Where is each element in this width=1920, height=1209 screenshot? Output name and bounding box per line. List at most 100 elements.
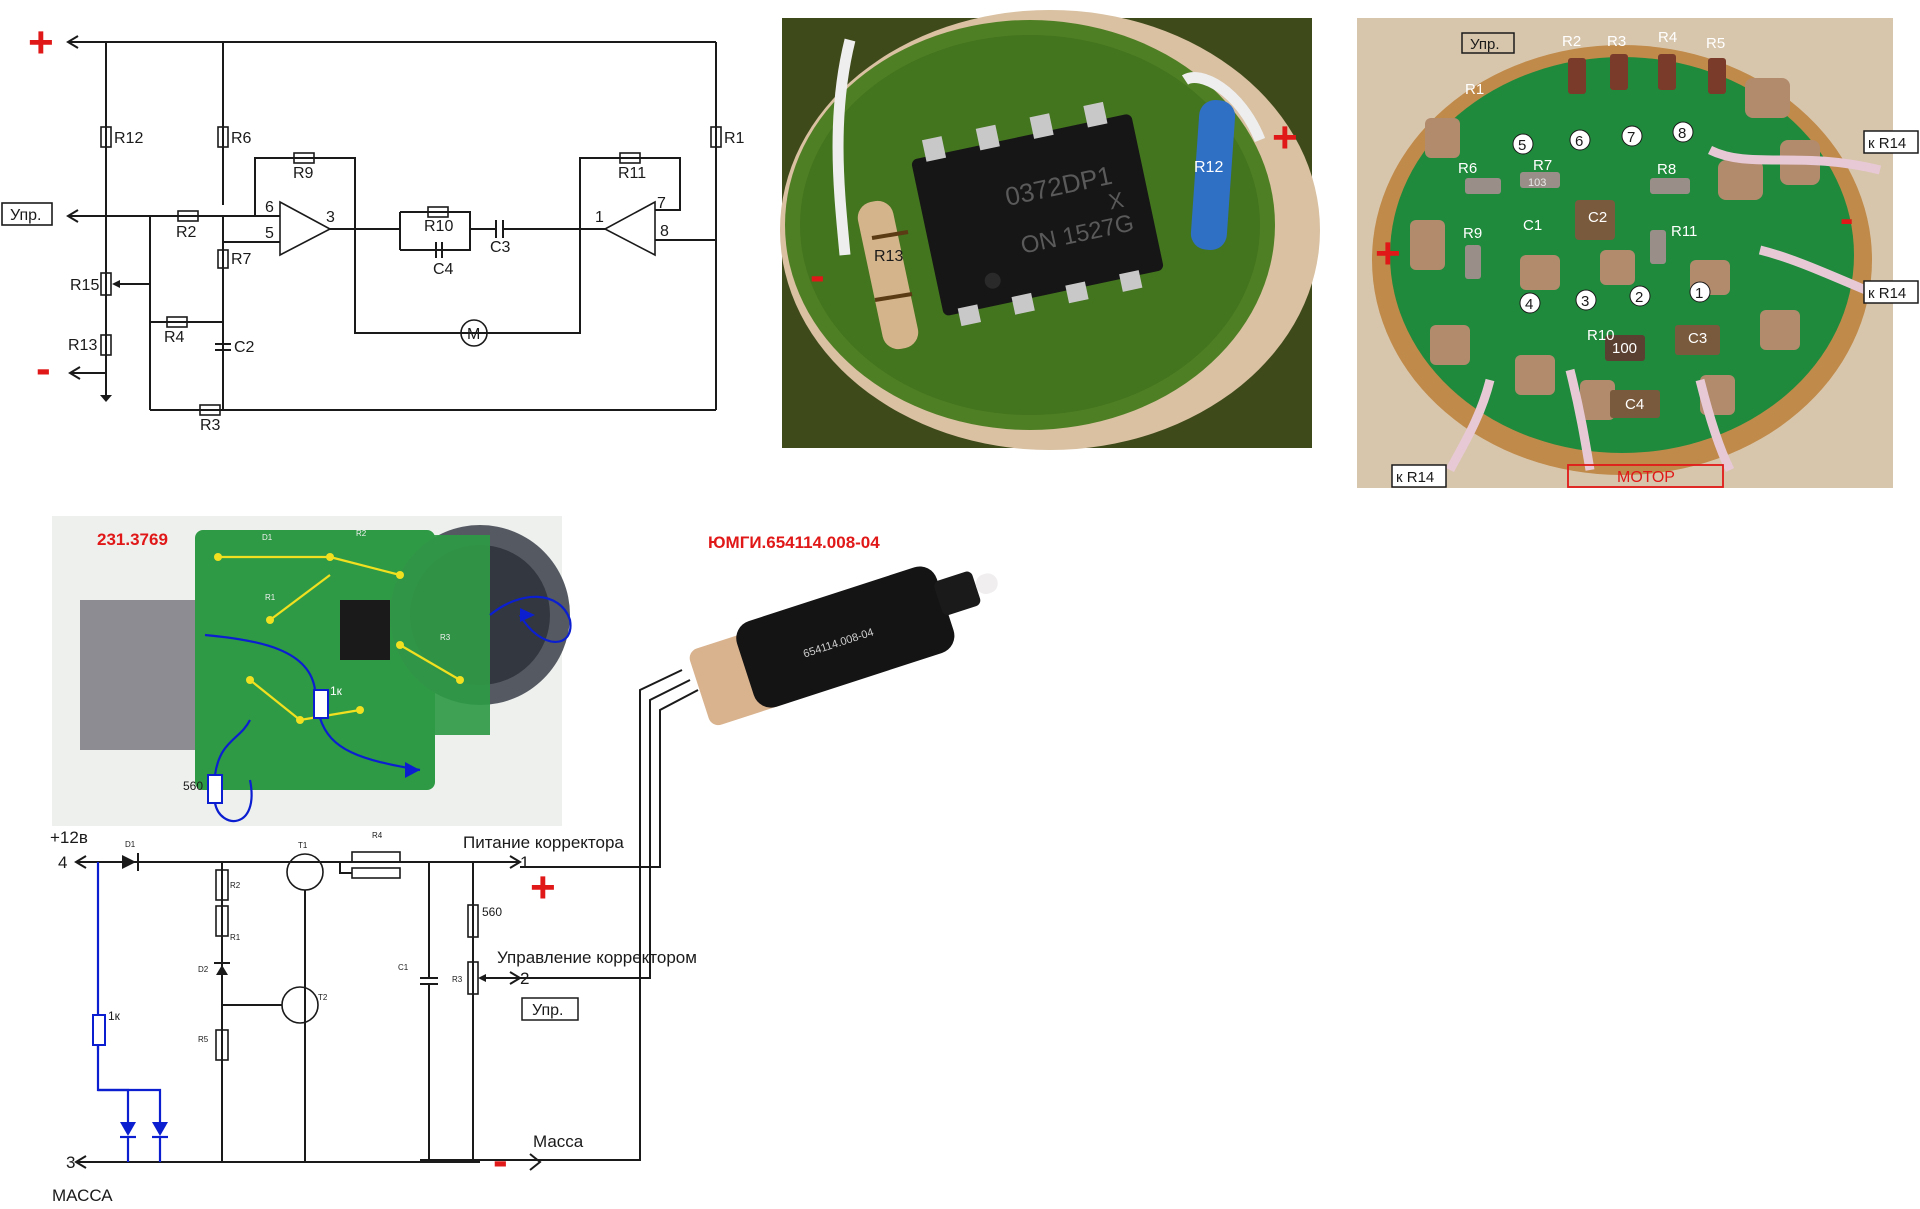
label-r2-bottom: R2 (230, 881, 241, 890)
photo-chip-board: 0372DP1 X ON 1527G R13 R12 + - (780, 10, 1320, 450)
board-label-r2: R2 (356, 529, 367, 538)
label-r10: R10 (424, 218, 453, 235)
pcb-label-r1: R1 (1465, 81, 1484, 98)
pcb-pin-8: 8 (1678, 125, 1686, 142)
label-r1: R1 (724, 130, 745, 147)
node-6: 6 (265, 199, 274, 216)
pcb-label-r8: R8 (1657, 161, 1676, 178)
board-title: 231.3769 (97, 530, 168, 549)
pcb-label-motor: МОТОР (1617, 469, 1675, 486)
label-r1-bottom: R1 (230, 933, 241, 942)
label-r7: R7 (231, 251, 252, 268)
pcb-label-100: 100 (1612, 340, 1637, 357)
board-label-r1: R1 (265, 593, 276, 602)
schematic-bottom: +12в 4 D1 R2 R1 D2 R5 T1 T2 R4 (50, 828, 697, 1205)
label-r9: R9 (293, 165, 314, 182)
board-label-r3: R3 (440, 633, 451, 642)
label-r6: R6 (231, 130, 252, 147)
schematic-top: + R12 R6 R1 Упр. R2 R7 6 5 3 (1, 18, 745, 434)
pcb-label-r10: R10 (1587, 327, 1615, 344)
node-8: 8 (660, 223, 669, 240)
board-label-560: 560 (183, 779, 203, 793)
label-d1: D1 (125, 840, 136, 849)
pcb-pin-7: 7 (1627, 129, 1635, 146)
label-c2: C2 (234, 339, 255, 356)
chip-text-3: X (1106, 187, 1126, 215)
label-1k: 1к (108, 1009, 121, 1023)
pcb-label-c1: C1 (1523, 217, 1542, 234)
minus-sign-pcb: - (1840, 197, 1853, 241)
board-label-d1: D1 (262, 533, 273, 542)
pcb-label-c3: C3 (1688, 330, 1707, 347)
node-5: 5 (265, 225, 274, 242)
label-r3-bottom: R3 (452, 975, 463, 984)
label-d2: D2 (198, 965, 209, 974)
label-r11: R11 (618, 165, 646, 182)
control-box-bottom: Упр. (532, 1002, 563, 1019)
label-r2: R2 (176, 224, 197, 241)
label-r12-photo: R12 (1194, 159, 1223, 176)
pcb-pin-1: 1 (1695, 285, 1703, 302)
pcb-label-upr: Упр. (1470, 36, 1500, 53)
pcb-label-r7: R7 (1533, 157, 1552, 174)
conn-1: 1 (520, 853, 529, 872)
pcb-label-to-r14-right-top: к R14 (1868, 135, 1906, 152)
plus-sign-bottom: + (530, 863, 556, 912)
pcb-label-to-r14-bottom: к R14 (1396, 469, 1434, 486)
pcb-label-c2: C2 (1588, 209, 1607, 226)
pcb-label-r5: R5 (1706, 35, 1725, 52)
pin-4: 4 (58, 853, 67, 872)
label-r4: R4 (164, 329, 185, 346)
power-label: Питание корректора (463, 833, 624, 852)
pcb-label-to-r14-right-bottom: к R14 (1868, 285, 1906, 302)
pcb-label-r9: R9 (1463, 225, 1482, 242)
pcb-pin-2: 2 (1635, 289, 1643, 306)
plus-sign-pcb: + (1375, 229, 1401, 278)
pcb-label-c4: C4 (1625, 396, 1644, 413)
pcb-pin-5: 5 (1518, 137, 1526, 154)
control-label: Управление корректором (497, 948, 697, 967)
node-1: 1 (595, 209, 604, 226)
label-t1: T1 (298, 841, 308, 850)
label-r13-photo: R13 (874, 248, 903, 265)
pcb-label-r3: R3 (1607, 33, 1626, 50)
plus-sign-chip: + (1272, 113, 1298, 162)
label-c4: C4 (433, 261, 454, 278)
minus-sign-bottom: - (493, 1136, 508, 1185)
label-560: 560 (482, 905, 502, 919)
product-photo: ЮМГИ.654114.008-04 654114.008-04 (420, 533, 998, 1161)
control-box-top: Упр. (10, 207, 41, 224)
pcb-pin-3: 3 (1581, 293, 1589, 310)
node-3: 3 (326, 209, 335, 226)
pcb-label-r6: R6 (1458, 160, 1477, 177)
pcb-label-r4: R4 (1658, 29, 1677, 46)
label-r5: R5 (198, 1035, 209, 1044)
label-r15: R15 (70, 277, 99, 294)
ground-label: МАССА (52, 1186, 113, 1205)
pcb-pin-6: 6 (1575, 133, 1583, 150)
photo-pcb-board: Упр. R2 R3 R4 R5 R1 к R14 5 6 7 8 R6 R7 … (1357, 18, 1919, 488)
label-r3: R3 (200, 417, 221, 434)
label-t2: T2 (318, 993, 328, 1002)
supply-label: +12в (50, 828, 88, 847)
product-title: ЮМГИ.654114.008-04 (708, 533, 880, 552)
label-r13: R13 (68, 337, 97, 354)
motor-label: M (467, 326, 480, 343)
conn-2: 2 (520, 969, 529, 988)
pcb-pin-4: 4 (1525, 296, 1533, 313)
node-7: 7 (657, 195, 666, 212)
pin-3: 3 (66, 1153, 75, 1172)
board-label-1k: 1к (330, 684, 343, 698)
pcb-label-r11: R11 (1671, 223, 1697, 240)
label-r4-bottom: R4 (372, 831, 383, 840)
plus-sign-top: + (28, 18, 54, 67)
label-c1: C1 (398, 963, 409, 972)
minus-sign-top: - (36, 344, 51, 393)
label-r12: R12 (114, 130, 143, 147)
pcb-label-103: 103 (1528, 177, 1546, 189)
minus-sign-chip: - (810, 251, 825, 300)
photo-board-231: 231.3769 D1 R2 R1 R3 1к 560 (52, 516, 572, 826)
pcb-label-r2: R2 (1562, 33, 1581, 50)
mass-label: Масса (533, 1132, 584, 1151)
